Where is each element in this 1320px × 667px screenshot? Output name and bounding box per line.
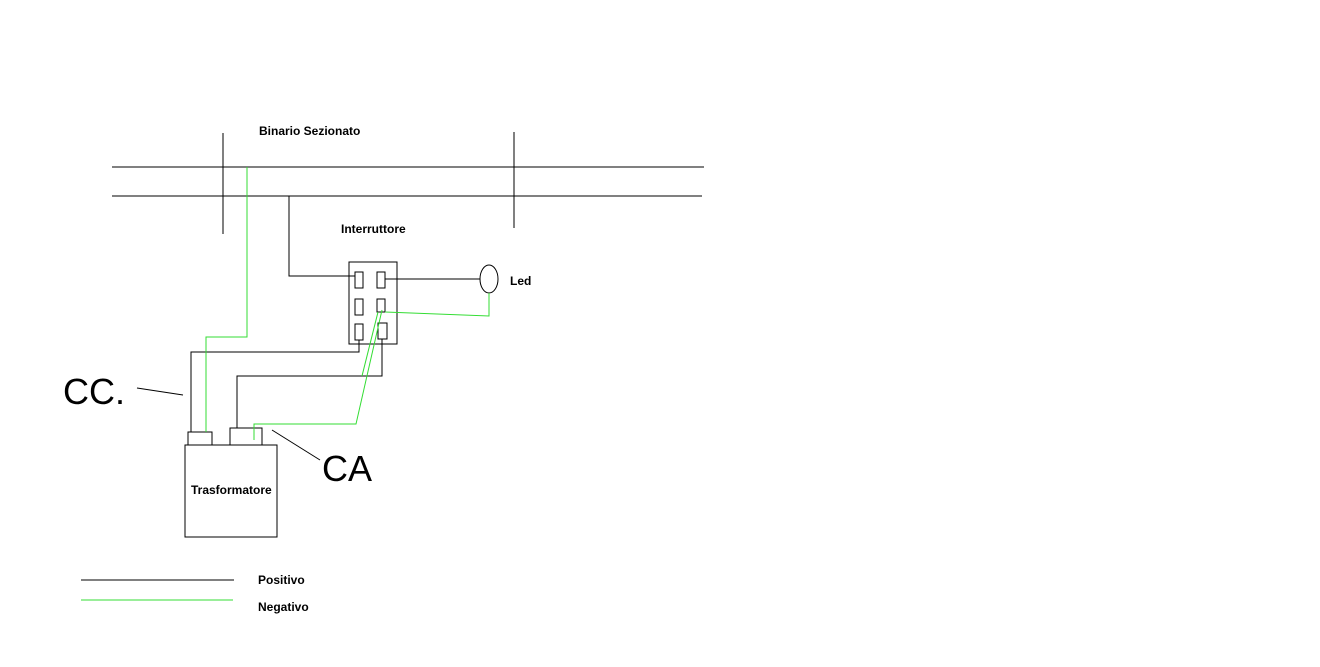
track bbox=[112, 132, 704, 234]
wire-led-negative bbox=[384, 293, 490, 317]
wire-ac-negative-2 bbox=[361, 311, 379, 377]
switch-contact-3 bbox=[354, 298, 364, 316]
switch-contact-4 bbox=[376, 298, 386, 313]
legend-positive-label: Positivo bbox=[258, 573, 305, 587]
positive-wires bbox=[136, 196, 480, 461]
wire-dc-positive bbox=[190, 340, 360, 432]
ac-label: CA bbox=[322, 448, 372, 489]
dc-pointer bbox=[136, 387, 184, 396]
switch-contact-5 bbox=[354, 323, 364, 341]
switch-label: Interruttore bbox=[341, 222, 406, 236]
negative-wires bbox=[205, 167, 490, 440]
led-label: Led bbox=[510, 274, 531, 288]
ac-terminal bbox=[229, 427, 263, 446]
transformer-label: Trasformatore bbox=[191, 483, 272, 497]
wire-ac-positive bbox=[236, 339, 383, 428]
ac-pointer bbox=[271, 429, 321, 461]
led-symbol bbox=[479, 264, 499, 294]
wire-dc-negative bbox=[205, 167, 248, 432]
switch-contact-6 bbox=[377, 322, 388, 340]
wire-ac-negative bbox=[253, 309, 383, 440]
switch bbox=[348, 261, 398, 345]
transformer-body bbox=[184, 444, 278, 538]
legend: Positivo Negativo bbox=[81, 573, 309, 614]
wire-rail-to-switch bbox=[288, 196, 355, 277]
dc-label: CC. bbox=[63, 371, 125, 412]
legend-negative-label: Negativo bbox=[258, 600, 309, 614]
switch-contact-1 bbox=[354, 271, 364, 289]
dc-terminal bbox=[187, 431, 213, 446]
switch-contact-2 bbox=[376, 271, 386, 289]
track-label: Binario Sezionato bbox=[259, 124, 360, 138]
transformer bbox=[184, 427, 278, 538]
